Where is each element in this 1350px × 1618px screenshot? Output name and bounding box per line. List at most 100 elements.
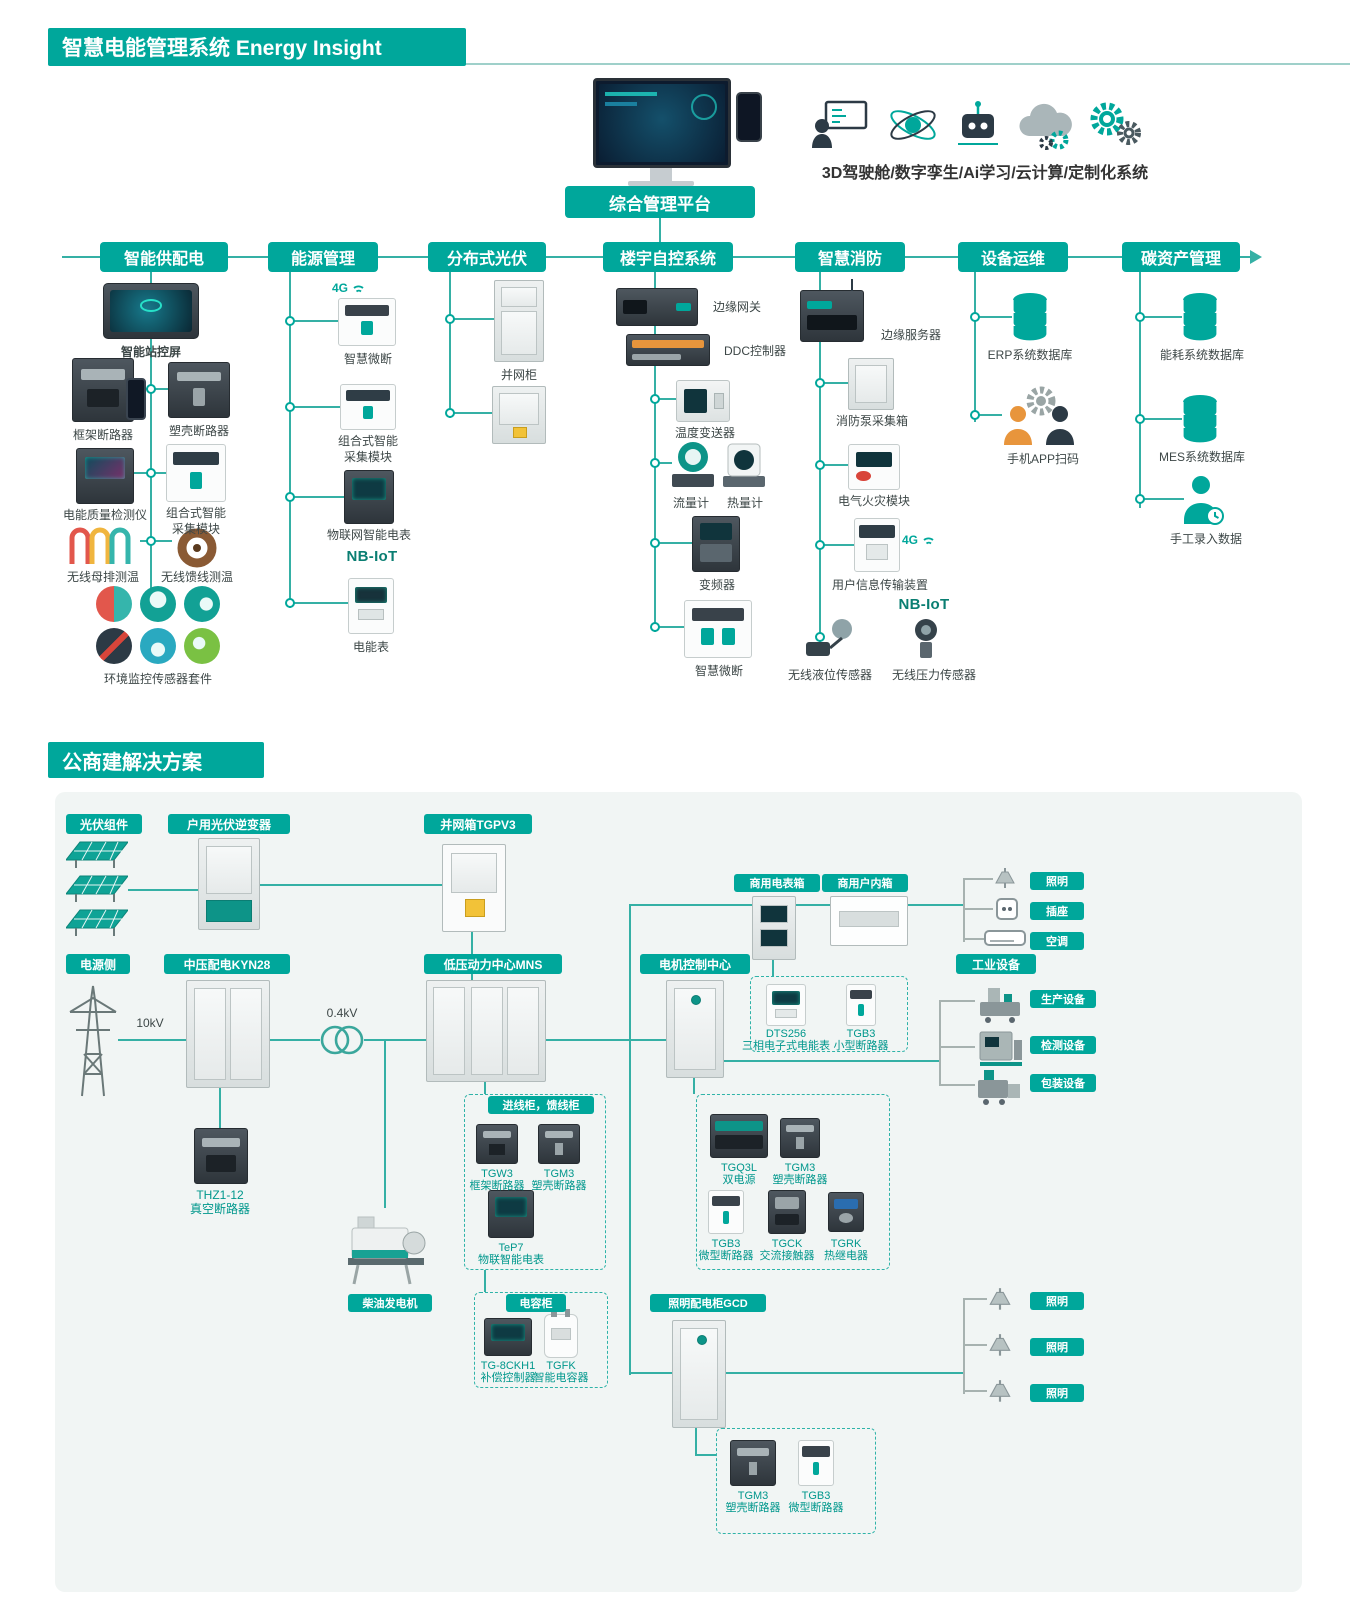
- platform-label: 综合管理平台: [565, 186, 755, 218]
- fire-pump-box-label: 消防泵采集箱: [835, 414, 908, 428]
- connector-line: [484, 1082, 486, 1094]
- connector-node: [285, 316, 295, 326]
- combo-module-device: [166, 444, 226, 502]
- solution-panel: [55, 792, 1302, 1592]
- level-sensor-label: 无线液位传感器: [787, 668, 872, 682]
- nbiot-logo: NB-IoT: [898, 596, 950, 613]
- bottom-section-title: 公商建解决方案: [48, 742, 264, 778]
- connector-line: [963, 878, 965, 942]
- tgrk-label: TGRK: [830, 1238, 862, 1250]
- connector-line: [726, 1372, 964, 1374]
- energy-meter-label: 电能表: [352, 640, 389, 654]
- top-section-title: 智慧电能管理系统 Energy Insight: [48, 28, 466, 66]
- micro-breaker2-label: 微型断路器: [788, 1502, 844, 1514]
- dts256-meter-device: [766, 984, 806, 1026]
- combo-module-label: 组合式智能采集模块: [165, 506, 226, 536]
- heat-meter-label: 热量计: [726, 496, 763, 510]
- fire-pump-box-device: [848, 358, 894, 410]
- col-header-ops: 设备运维: [958, 242, 1068, 272]
- vacuum-breaker-label: 真空断路器: [189, 1202, 250, 1216]
- erp-db-label: ERP系统数据库: [987, 348, 1073, 362]
- tech-caption: 3D驾驶舱/数字孪生/Ai学习/云计算/定制化系统: [821, 165, 1149, 182]
- dome-camera-icon: [140, 586, 176, 622]
- connector-node: [650, 538, 660, 548]
- connector-line: [294, 406, 340, 408]
- smart-breaker2-device: [684, 600, 752, 658]
- connector-node: [146, 468, 156, 478]
- connector-line: [979, 414, 1002, 416]
- temp-transmitter-label: 温度变送器: [674, 426, 735, 440]
- thermal-relay-label: 热继电器: [824, 1250, 868, 1262]
- lighting-label: 照明: [1030, 872, 1084, 890]
- grid-box-label: 并网箱TGPV3: [424, 814, 532, 834]
- connector-line: [454, 318, 494, 320]
- connector-line: [963, 878, 993, 880]
- temp-transmitter-device: [676, 380, 730, 422]
- kyn28-cabinet-device: [186, 980, 270, 1088]
- connector-node: [815, 460, 825, 470]
- connector-node: [650, 622, 660, 632]
- tgck-contactor-device: [768, 1190, 806, 1234]
- capacitor-cabinet-label: 电容柜: [506, 1294, 566, 1312]
- connector-line: [1144, 316, 1182, 318]
- env-kit-label: 环境监控传感器套件: [103, 672, 212, 686]
- mccb-label: 塑壳断路器: [168, 424, 229, 438]
- connector-line: [906, 904, 964, 906]
- tgb3-label: TGB3: [846, 1028, 876, 1040]
- connector-line: [963, 1390, 987, 1392]
- phone-icon: [736, 92, 762, 142]
- pack-equip-label: 包装设备: [1030, 1074, 1096, 1092]
- connector-line: [289, 272, 291, 608]
- nbiot-logo: NB-IoT: [346, 548, 398, 565]
- inverter-device: [198, 838, 260, 930]
- bus-temp-label: 无线母排测温: [66, 570, 139, 584]
- test-equip-label: 检测设备: [1030, 1036, 1096, 1054]
- connector-node: [815, 378, 825, 388]
- kv10-label: 10kV: [136, 1016, 164, 1030]
- mes-db-label: MES系统数据库: [1158, 450, 1245, 464]
- connector-line: [939, 1000, 941, 1086]
- connector-line: [294, 320, 338, 322]
- feeder-temp-label: 无线馈线测温: [160, 570, 233, 584]
- tgm3-device: [538, 1124, 580, 1164]
- connector-node: [815, 632, 825, 642]
- smart-breaker2-label: 智慧微断: [694, 664, 743, 678]
- tgb3b-device: [708, 1190, 744, 1234]
- monitor-base: [628, 181, 694, 186]
- connector-node: [650, 458, 660, 468]
- connector-line: [659, 462, 672, 464]
- energy-database-icon: [1180, 292, 1220, 347]
- mccb3-label: 塑壳断路器: [772, 1174, 828, 1186]
- diesel-generator-icon: [344, 1208, 428, 1297]
- connector-line: [695, 1428, 697, 1456]
- socket-icon: [996, 898, 1018, 925]
- iot-meter2-label: 物联智能电表: [478, 1254, 544, 1266]
- connector-line: [963, 908, 993, 910]
- col-header-carbon: 碳资产管理: [1122, 242, 1240, 272]
- tgck-label: TGCK: [771, 1238, 803, 1250]
- 4g-signal-icon: 4G: [902, 530, 936, 553]
- tgq3l-device: [710, 1114, 768, 1158]
- manual-entry-label: 手工录入数据: [1169, 532, 1242, 546]
- no-smoking-icon: [96, 628, 132, 664]
- inverter-label: 户用光伏逆变器: [168, 814, 290, 834]
- grid-cabinet-device: [494, 280, 544, 362]
- connector-node: [650, 394, 660, 404]
- indoor-box-label: 商用户内箱: [822, 874, 908, 892]
- app-scan-icon: [1000, 384, 1082, 451]
- incoming-feeder-label: 进线柜，馈线柜: [488, 1096, 594, 1114]
- lighting-label: 照明: [1030, 1292, 1084, 1310]
- combo-module2-label: 组合式智能采集模块: [337, 434, 398, 464]
- dts256-label: DTS256: [765, 1028, 807, 1040]
- title-underline: [464, 63, 1350, 65]
- col-header-pv: 分布式光伏: [428, 242, 546, 272]
- production-machine-icon: [974, 982, 1026, 1029]
- water-drop-icon: [140, 628, 176, 664]
- connector-line: [384, 1040, 386, 1208]
- combo-module2-device: [340, 384, 396, 430]
- tgfk-capacitor-device: [544, 1309, 578, 1358]
- mcc-group-box: [696, 1094, 890, 1270]
- connector-line: [364, 1039, 426, 1041]
- user-info-device: [854, 518, 900, 572]
- heat-meter-icon: [720, 438, 768, 497]
